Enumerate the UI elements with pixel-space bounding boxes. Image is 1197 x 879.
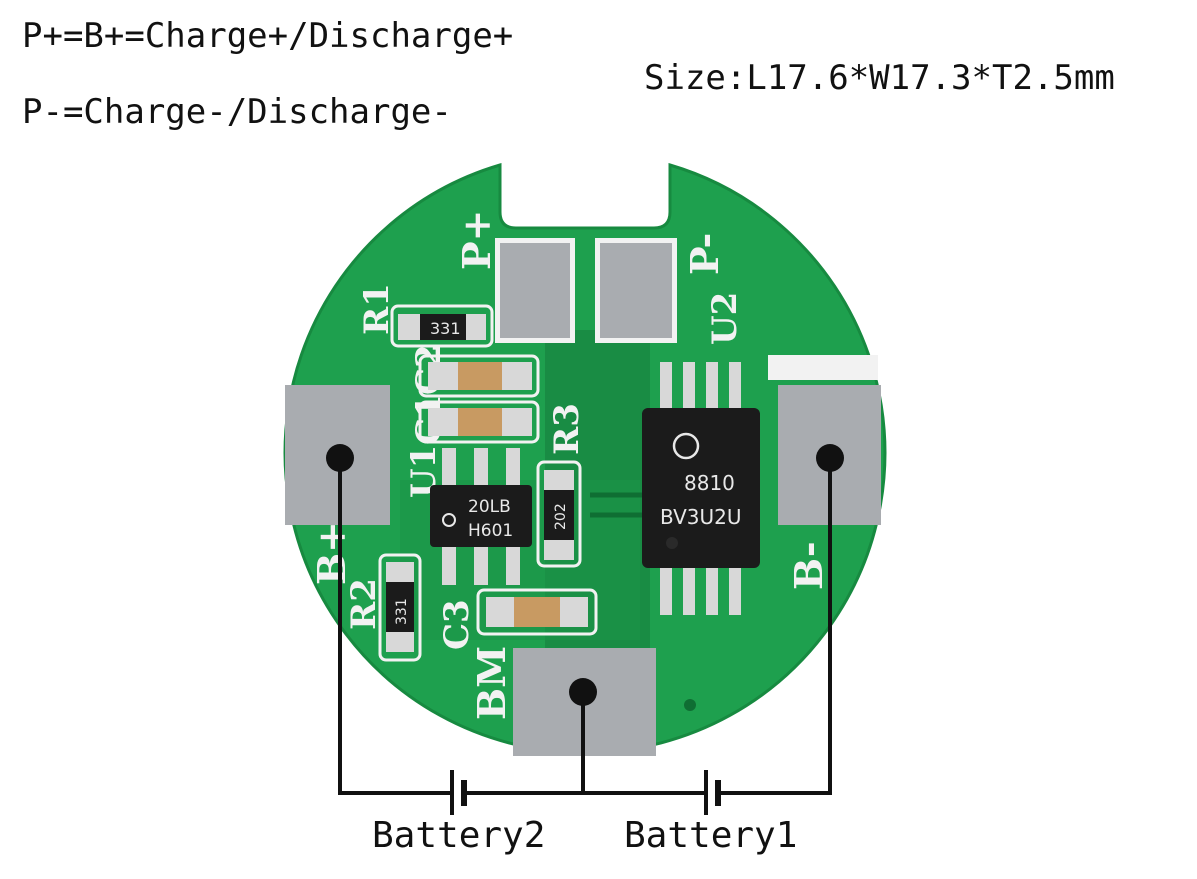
connection-dot-bm — [569, 678, 597, 706]
u2-marking-line1: 8810 — [684, 471, 735, 495]
r3-marking: 202 — [553, 503, 569, 530]
label-p-plus: P+ — [454, 210, 499, 270]
capacitor-c1 — [428, 408, 532, 436]
label-u2: U2 — [705, 292, 745, 345]
u2-marking-line2: BV3U2U — [660, 505, 742, 529]
label-b-minus: B- — [786, 541, 831, 590]
pad-p-minus — [595, 238, 677, 343]
pin-description-negative: P-=Charge-/Discharge- — [22, 92, 452, 132]
chip-u1: 20LB H601 — [430, 448, 532, 585]
resistor-r1: 331 — [398, 314, 486, 340]
pin-description-positive: P+=B+=Charge+/Discharge+ — [22, 16, 514, 56]
u1-marking-line2: H601 — [468, 521, 513, 541]
resistor-r2: 331 — [386, 562, 414, 652]
connection-dot-b-minus — [816, 444, 844, 472]
label-c3: C3 — [437, 599, 477, 650]
capacitor-c3 — [486, 597, 588, 627]
battery2-symbol — [450, 770, 467, 815]
connection-dot-b-plus — [326, 444, 354, 472]
battery1-symbol — [704, 770, 721, 815]
label-b-plus: B+ — [309, 521, 354, 585]
alpha-omega-logo-icon — [672, 432, 700, 460]
label-r3: R3 — [547, 403, 587, 455]
r2-marking: 331 — [394, 598, 410, 625]
label-r2: R2 — [344, 578, 384, 630]
chip-u2: 8810 BV3U2U — [642, 362, 760, 615]
battery1-label: Battery1 — [624, 815, 798, 856]
u1-marking-line1: 20LB — [468, 497, 511, 517]
battery-wiring — [338, 458, 832, 795]
label-r1: R1 — [357, 283, 397, 335]
capacitor-c2 — [428, 362, 532, 390]
pad-p-plus — [495, 238, 575, 343]
battery2-label: Battery2 — [372, 815, 546, 856]
board-size-label: Size:L17.6*W17.3*T2.5mm — [644, 58, 1115, 98]
resistor-r3: 202 — [544, 470, 574, 560]
label-bm: BM — [469, 646, 514, 720]
label-p-minus: P- — [682, 233, 727, 275]
r1-marking: 331 — [430, 319, 461, 338]
